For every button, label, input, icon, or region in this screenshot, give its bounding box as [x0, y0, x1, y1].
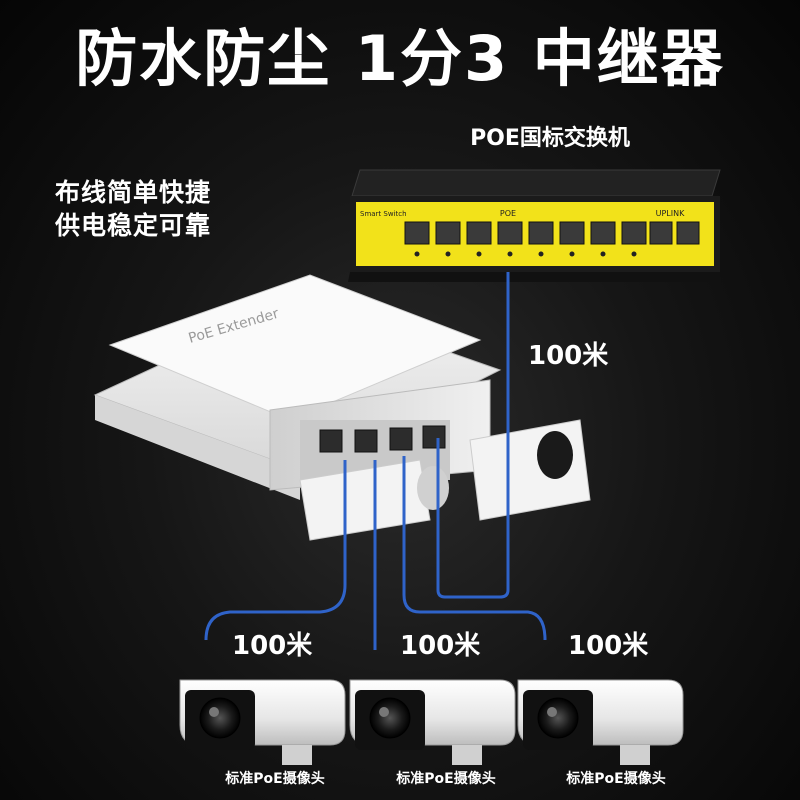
extender-port-3 — [389, 427, 413, 451]
cable-to-camera-3 — [402, 456, 547, 641]
extender-port-in — [422, 425, 446, 449]
switch-port-6 — [559, 221, 585, 245]
distance-switch-extender: 100米 — [528, 341, 609, 371]
switch-port-8 — [621, 221, 647, 245]
extender-port-2 — [354, 429, 378, 453]
switch-port-2 — [435, 221, 461, 245]
uplink-port-1 — [649, 221, 673, 245]
camera-1-label: 标准PoE摄像头 — [225, 771, 325, 787]
uplink-port-2 — [676, 221, 700, 245]
cable-to-camera-1 — [204, 460, 347, 641]
camera-1 — [179, 679, 346, 765]
switch-ports — [404, 221, 700, 245]
camera-3-label: 标准PoE摄像头 — [566, 771, 666, 787]
camera-2 — [349, 679, 516, 765]
extender-port-1 — [319, 429, 343, 453]
switch-poe-group-text: POE — [500, 209, 516, 218]
switch-label: POE国标交换机 — [470, 126, 630, 151]
switch-brand-text: Smart Switch — [360, 210, 407, 218]
distance-camera-1: 100米 — [232, 631, 313, 661]
cables — [204, 272, 547, 650]
feature-wiring: 布线简单快捷 — [55, 178, 212, 207]
switch-uplink-group-text: UPLINK — [656, 209, 685, 218]
cable-switch-to-extender — [436, 272, 510, 599]
distance-camera-3: 100米 — [568, 631, 649, 661]
switch-port-7 — [590, 221, 616, 245]
camera-3 — [517, 679, 684, 765]
camera-2-label: 标准PoE摄像头 — [396, 771, 496, 787]
switch-port-4 — [497, 221, 523, 245]
page-title: 防水防尘 1分3 中继器 — [75, 22, 725, 95]
poe-switch: Smart Switch POE UPLINK — [348, 169, 722, 282]
switch-port-1 — [404, 221, 430, 245]
poe-extender: PoE Extender — [93, 274, 591, 541]
feature-power: 供电稳定可靠 — [55, 211, 212, 240]
switch-port-5 — [528, 221, 554, 245]
distance-camera-2: 100米 — [400, 631, 481, 661]
switch-port-3 — [466, 221, 492, 245]
